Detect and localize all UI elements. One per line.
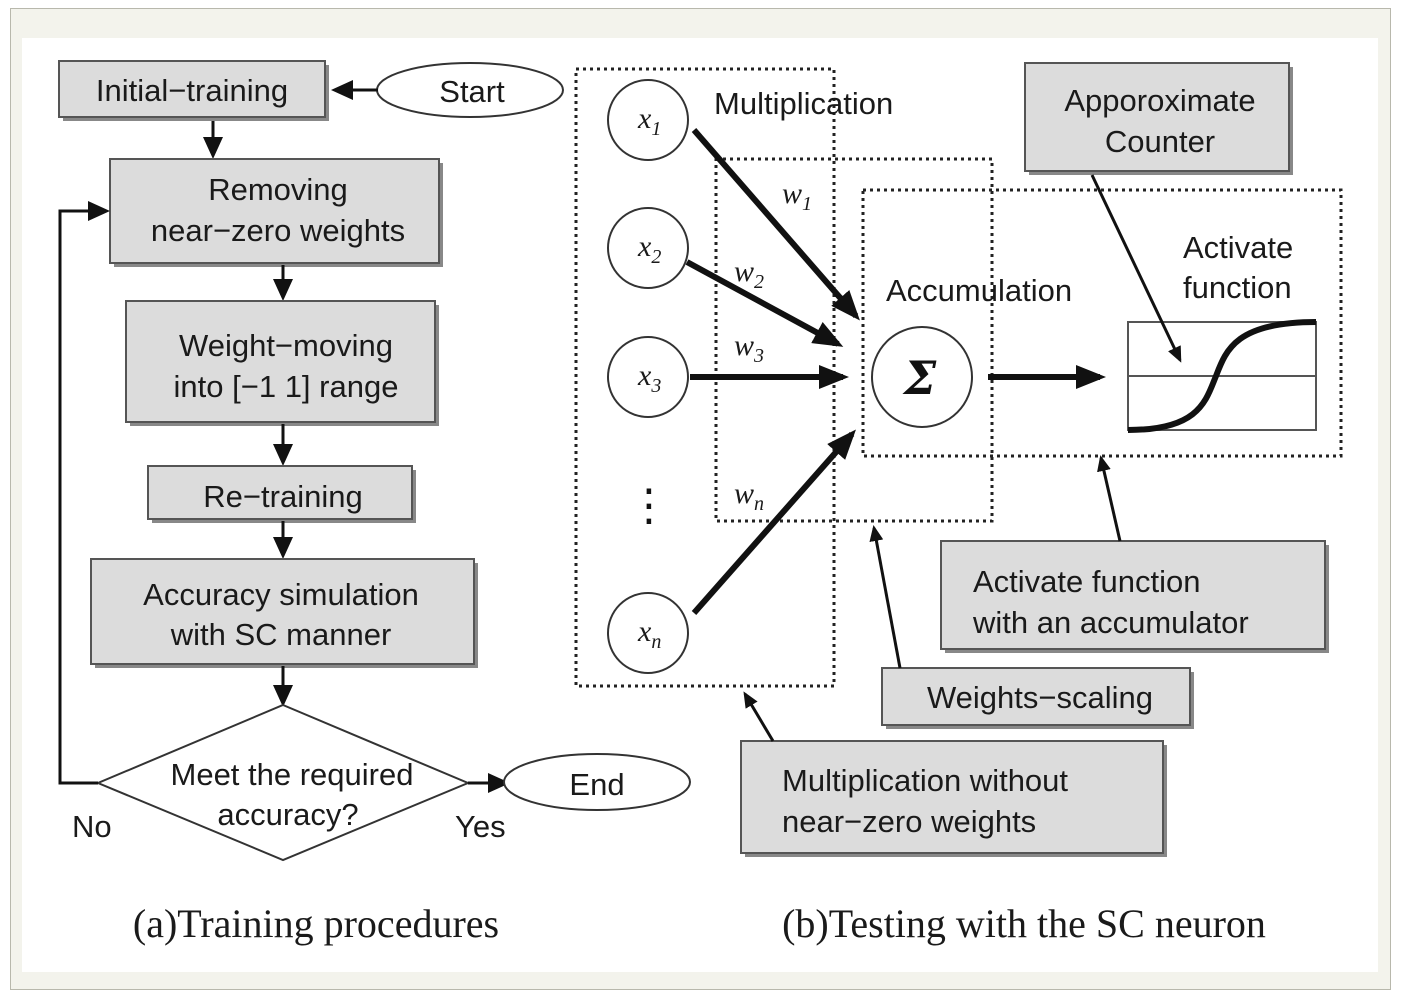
act-acc-pointer xyxy=(1097,455,1122,542)
start-node: Start xyxy=(376,62,564,118)
start-label: Start xyxy=(439,74,505,109)
multiplication-region xyxy=(574,67,836,688)
decision-diamond: Meet the required accuracy? xyxy=(95,703,471,862)
weight-w1-base: w xyxy=(782,177,802,210)
weight-moving-label-1: Weight−moving xyxy=(179,328,393,363)
sigma-symbol: Σ xyxy=(902,351,937,405)
end-node: End xyxy=(503,753,691,811)
input-node-x2: x2 xyxy=(607,207,689,289)
sigma-node: Σ xyxy=(871,326,973,428)
activation-plot xyxy=(1127,319,1317,433)
training-flowchart: Initial−training Start Removing near−zer… xyxy=(58,60,691,946)
input-node-x1: x1 xyxy=(607,79,689,161)
svg-text:w3: w3 xyxy=(734,329,764,367)
activate-accumulator-box: Activate function with an accumulator xyxy=(940,540,1329,653)
accuracy-label-2: with SC manner xyxy=(170,617,392,652)
removing-weights-box: Removing near−zero weights xyxy=(109,158,443,267)
end-label: End xyxy=(569,767,624,802)
act-acc-label-2: with an accumulator xyxy=(972,605,1249,640)
removing-label-2: near−zero weights xyxy=(151,213,405,248)
weight-arrow-n xyxy=(691,429,856,615)
svg-text:x3: x3 xyxy=(637,359,661,397)
retraining-box: Re−training xyxy=(147,465,416,523)
input-xn-base: x xyxy=(637,615,652,648)
svg-text:w2: w2 xyxy=(734,255,764,293)
multiplication-label: Multiplication xyxy=(714,86,893,121)
decision-label-2: accuracy? xyxy=(217,797,358,832)
vertical-ellipsis: ⋮ xyxy=(627,480,671,531)
weight-wn-base: w xyxy=(734,477,754,510)
act-acc-label-1: Activate function xyxy=(973,564,1200,599)
mult-nz-pointer xyxy=(743,691,775,742)
weight-w1-sub: 1 xyxy=(802,193,812,215)
svg-text:xn: xn xyxy=(637,615,661,653)
yes-label: Yes xyxy=(455,809,506,844)
svg-text:x2: x2 xyxy=(637,230,661,268)
weight-moving-label-2: into [−1 1] range xyxy=(174,369,399,404)
svg-text:w1: w1 xyxy=(782,177,812,215)
input-x2-sub: 2 xyxy=(651,246,661,268)
activate-label-2: function xyxy=(1183,270,1292,305)
approximate-counter-box: Apporoximate Counter xyxy=(1024,62,1293,175)
caption-a: (a)Training procedures xyxy=(133,901,499,946)
weights-scaling-label: Weights−scaling xyxy=(927,680,1153,715)
input-x1-base: x xyxy=(637,102,652,135)
accuracy-simulation-box: Accuracy simulation with SC manner xyxy=(90,558,478,668)
no-loop-arrow xyxy=(58,201,110,785)
weights-scaling-pointer xyxy=(869,525,902,669)
initial-training-label: Initial−training xyxy=(96,73,288,108)
weight-w3-sub: 3 xyxy=(753,345,764,367)
input-x1-sub: 1 xyxy=(651,118,661,140)
retraining-label: Re−training xyxy=(203,479,362,514)
weight-w2-sub: 2 xyxy=(754,271,764,293)
input-x3-sub: 3 xyxy=(650,375,661,397)
approx-label-2: Counter xyxy=(1105,124,1215,159)
initial-training-box: Initial−training xyxy=(58,60,329,121)
input-node-x3: x3 xyxy=(607,336,689,418)
weight-moving-box: Weight−moving into [−1 1] range xyxy=(125,300,439,426)
weight-wn-sub: n xyxy=(754,493,764,515)
input-node-xn: xn xyxy=(607,592,689,674)
input-x2-base: x xyxy=(637,230,652,263)
weights-scaling-region xyxy=(714,157,994,523)
approx-counter-pointer xyxy=(1090,174,1182,363)
no-label: No xyxy=(72,809,112,844)
activate-label-1: Activate xyxy=(1183,230,1293,265)
accumulation-label: Accumulation xyxy=(886,273,1072,308)
multiplication-nz-box: Multiplication without near−zero weights xyxy=(740,740,1167,857)
weight-arrow-1 xyxy=(691,128,860,321)
weight-w2-base: w xyxy=(734,255,754,288)
weights-scaling-box: Weights−scaling xyxy=(881,667,1194,729)
svg-text:x1: x1 xyxy=(637,102,661,140)
svg-text:wn: wn xyxy=(734,477,764,515)
caption-b: (b)Testing with the SC neuron xyxy=(782,901,1266,946)
approx-label-1: Apporoximate xyxy=(1064,83,1255,118)
mult-nz-label-1: Multiplication without xyxy=(782,763,1068,798)
sc-neuron-diagram: Multiplication x1 x2 x3 ⋮ xn w1 w2 w3 wn xyxy=(574,62,1343,946)
decision-label-1: Meet the required xyxy=(171,757,414,792)
removing-label-1: Removing xyxy=(208,172,348,207)
mult-nz-label-2: near−zero weights xyxy=(782,804,1036,839)
input-xn-sub: n xyxy=(651,631,661,653)
weight-arrow-2 xyxy=(685,259,844,347)
accuracy-label-1: Accuracy simulation xyxy=(143,577,419,612)
weight-w3-base: w xyxy=(734,329,754,362)
input-x3-base: x xyxy=(637,359,652,392)
